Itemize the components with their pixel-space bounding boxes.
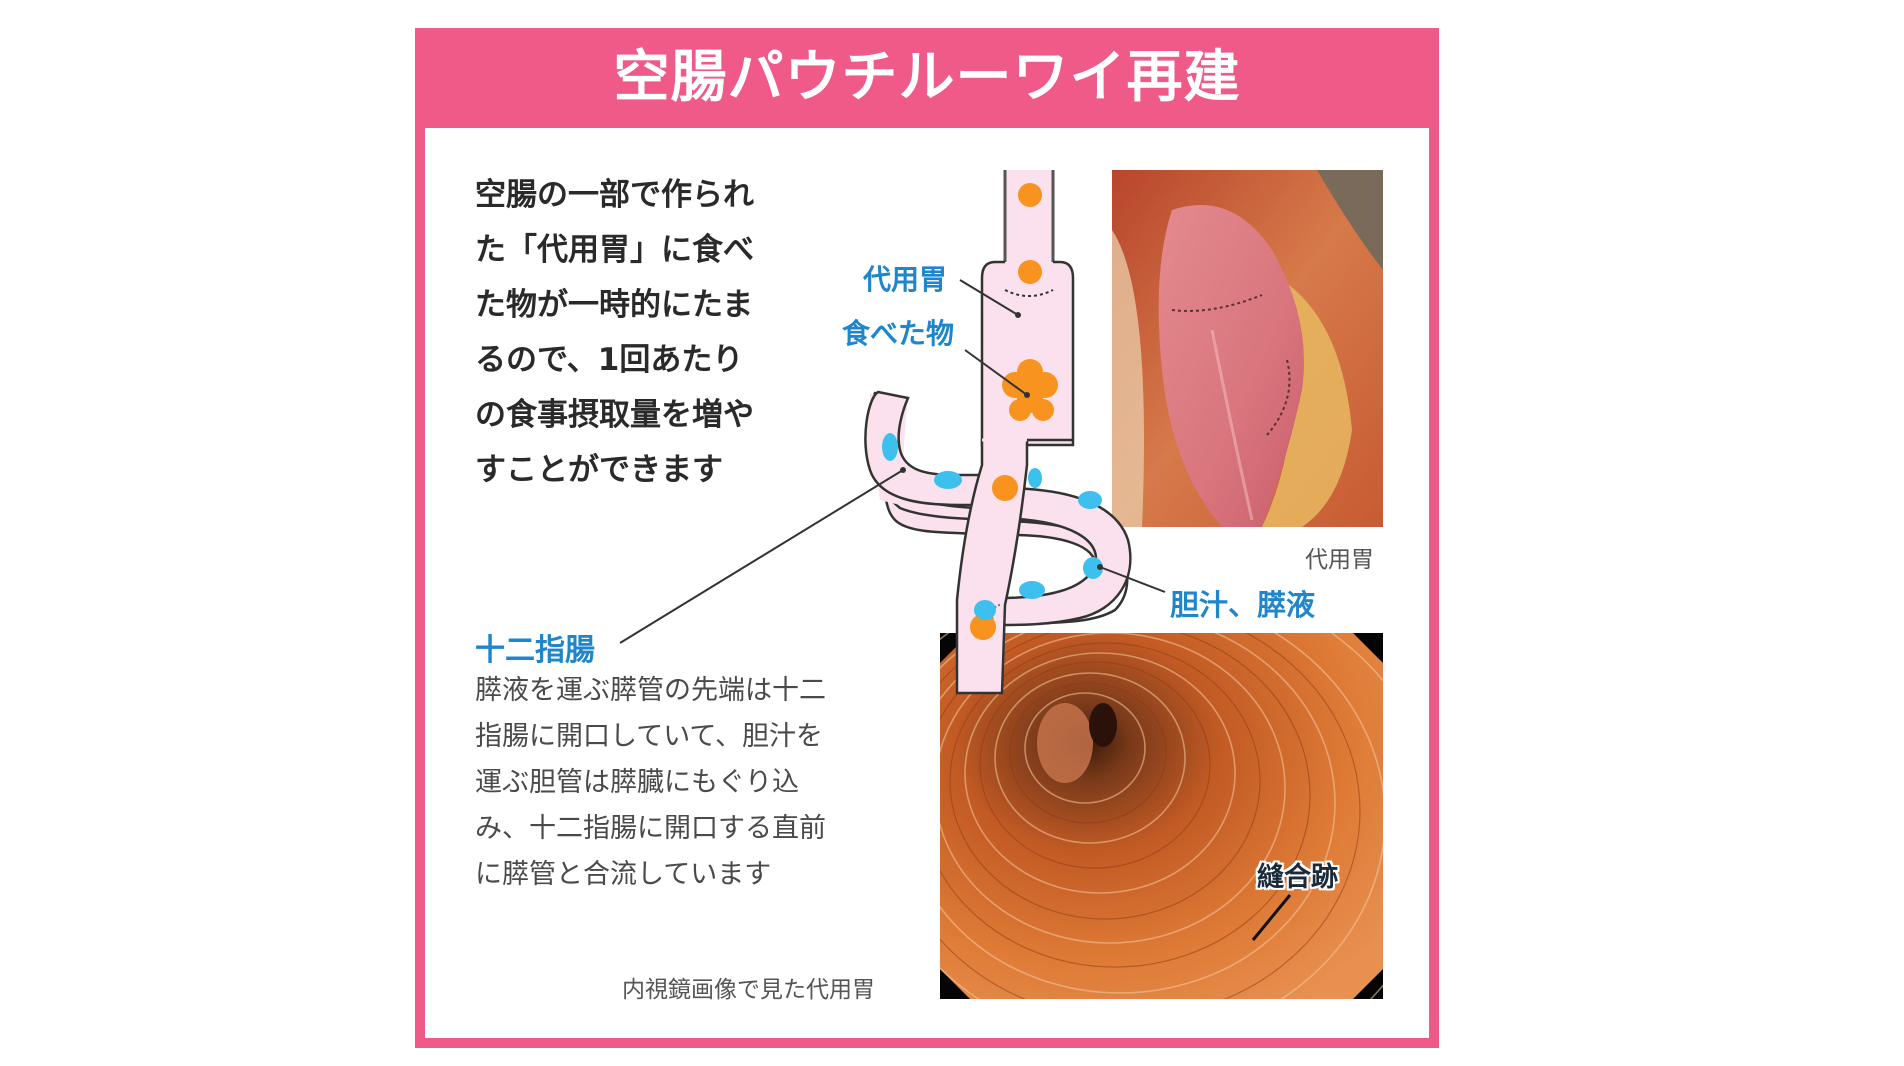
lead-line: の食事摂取量を増や [475, 397, 754, 433]
endoscope-photo [940, 633, 1383, 999]
page-title: 空腸パウチルーワイ再建 [613, 45, 1241, 110]
lead-line: た「代用胃」に食べ [475, 232, 754, 268]
surgery-photo-caption: 代用胃 [1305, 547, 1374, 573]
surgery-photo [1112, 170, 1383, 527]
food-particles [970, 183, 1058, 640]
surgery-photo-image [1112, 170, 1383, 527]
lead-line: るので、1回あたり [475, 342, 744, 378]
lead-line: すことができます [475, 452, 723, 488]
suture-mark-label: 縫合跡 [1257, 862, 1338, 893]
lead-line: 空腸の一部で作られ [475, 177, 754, 213]
duodenum-description: 膵液を運ぶ膵管の先端は十二 指腸に開口していて、胆汁を 運ぶ胆管は膵臓にもぐり込… [475, 668, 826, 898]
endoscope-photo-image [940, 633, 1383, 999]
pointer-lines [619, 279, 1292, 941]
duodenum-label: 十二指腸 [475, 633, 595, 668]
bile-drops [882, 433, 1103, 620]
description-line: み、十二指腸に開口する直前 [475, 813, 826, 844]
description-line: 指腸に開口していて、胆汁を [475, 721, 824, 752]
pouch-label: 代用胃 [863, 263, 948, 296]
bile-label: 胆汁、膵液 [1170, 588, 1316, 622]
lead-line: た物が一時的にたま [475, 287, 754, 323]
lead-paragraph: 空腸の一部で作られ た「代用胃」に食べ た物が一時的にたま るので、1回あたり … [475, 168, 815, 498]
food-label: 食べた物 [842, 317, 955, 350]
title-banner: 空腸パウチルーワイ再建 [415, 28, 1439, 128]
description-line: 運ぶ胆管は膵臓にもぐり込 [475, 767, 799, 798]
description-line: 膵液を運ぶ膵管の先端は十二 [475, 675, 826, 706]
description-line: に膵管と合流しています [475, 859, 772, 890]
endoscope-caption: 内視鏡画像で見た代用胃 [622, 977, 875, 1003]
